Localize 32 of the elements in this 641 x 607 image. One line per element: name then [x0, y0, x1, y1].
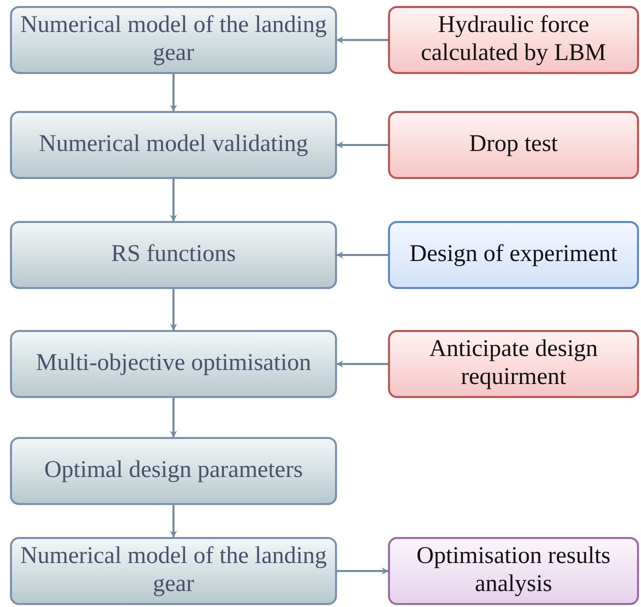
process-box	[10, 537, 337, 605]
process-box	[10, 111, 337, 179]
arrow	[336, 142, 388, 148]
process-box	[10, 437, 337, 505]
arrow	[170, 398, 177, 438]
box-label: Numerical model validating	[38, 131, 310, 159]
box-label: Numerical model of the landing gear	[19, 12, 328, 68]
output-box	[388, 537, 639, 605]
box-label: Hydraulic force calculated by LBM	[420, 12, 608, 68]
box-label: Anticipate design requirment	[428, 336, 599, 392]
input-box	[388, 111, 639, 179]
input-box	[388, 221, 639, 289]
arrow	[336, 36, 388, 44]
box-label: RS functions	[110, 241, 237, 269]
arrow	[170, 505, 177, 538]
box-label: Multi-objective optimisation	[34, 350, 312, 378]
arrow	[170, 74, 177, 112]
process-box	[10, 221, 337, 289]
process-box	[10, 6, 337, 74]
arrow	[337, 568, 389, 574]
box-label: Drop test	[468, 131, 559, 159]
box-label: Numerical model of the landing gear	[19, 543, 328, 599]
process-box	[10, 330, 337, 398]
box-label: Optimal design parameters	[43, 457, 304, 485]
box-label: Optimisation results analysis	[416, 543, 612, 599]
box-label: Design of experiment	[408, 241, 618, 269]
input-box	[388, 6, 639, 74]
input-box	[388, 330, 639, 398]
arrow	[336, 252, 388, 258]
arrow	[336, 360, 388, 368]
arrow	[170, 179, 177, 222]
arrow	[170, 289, 177, 331]
